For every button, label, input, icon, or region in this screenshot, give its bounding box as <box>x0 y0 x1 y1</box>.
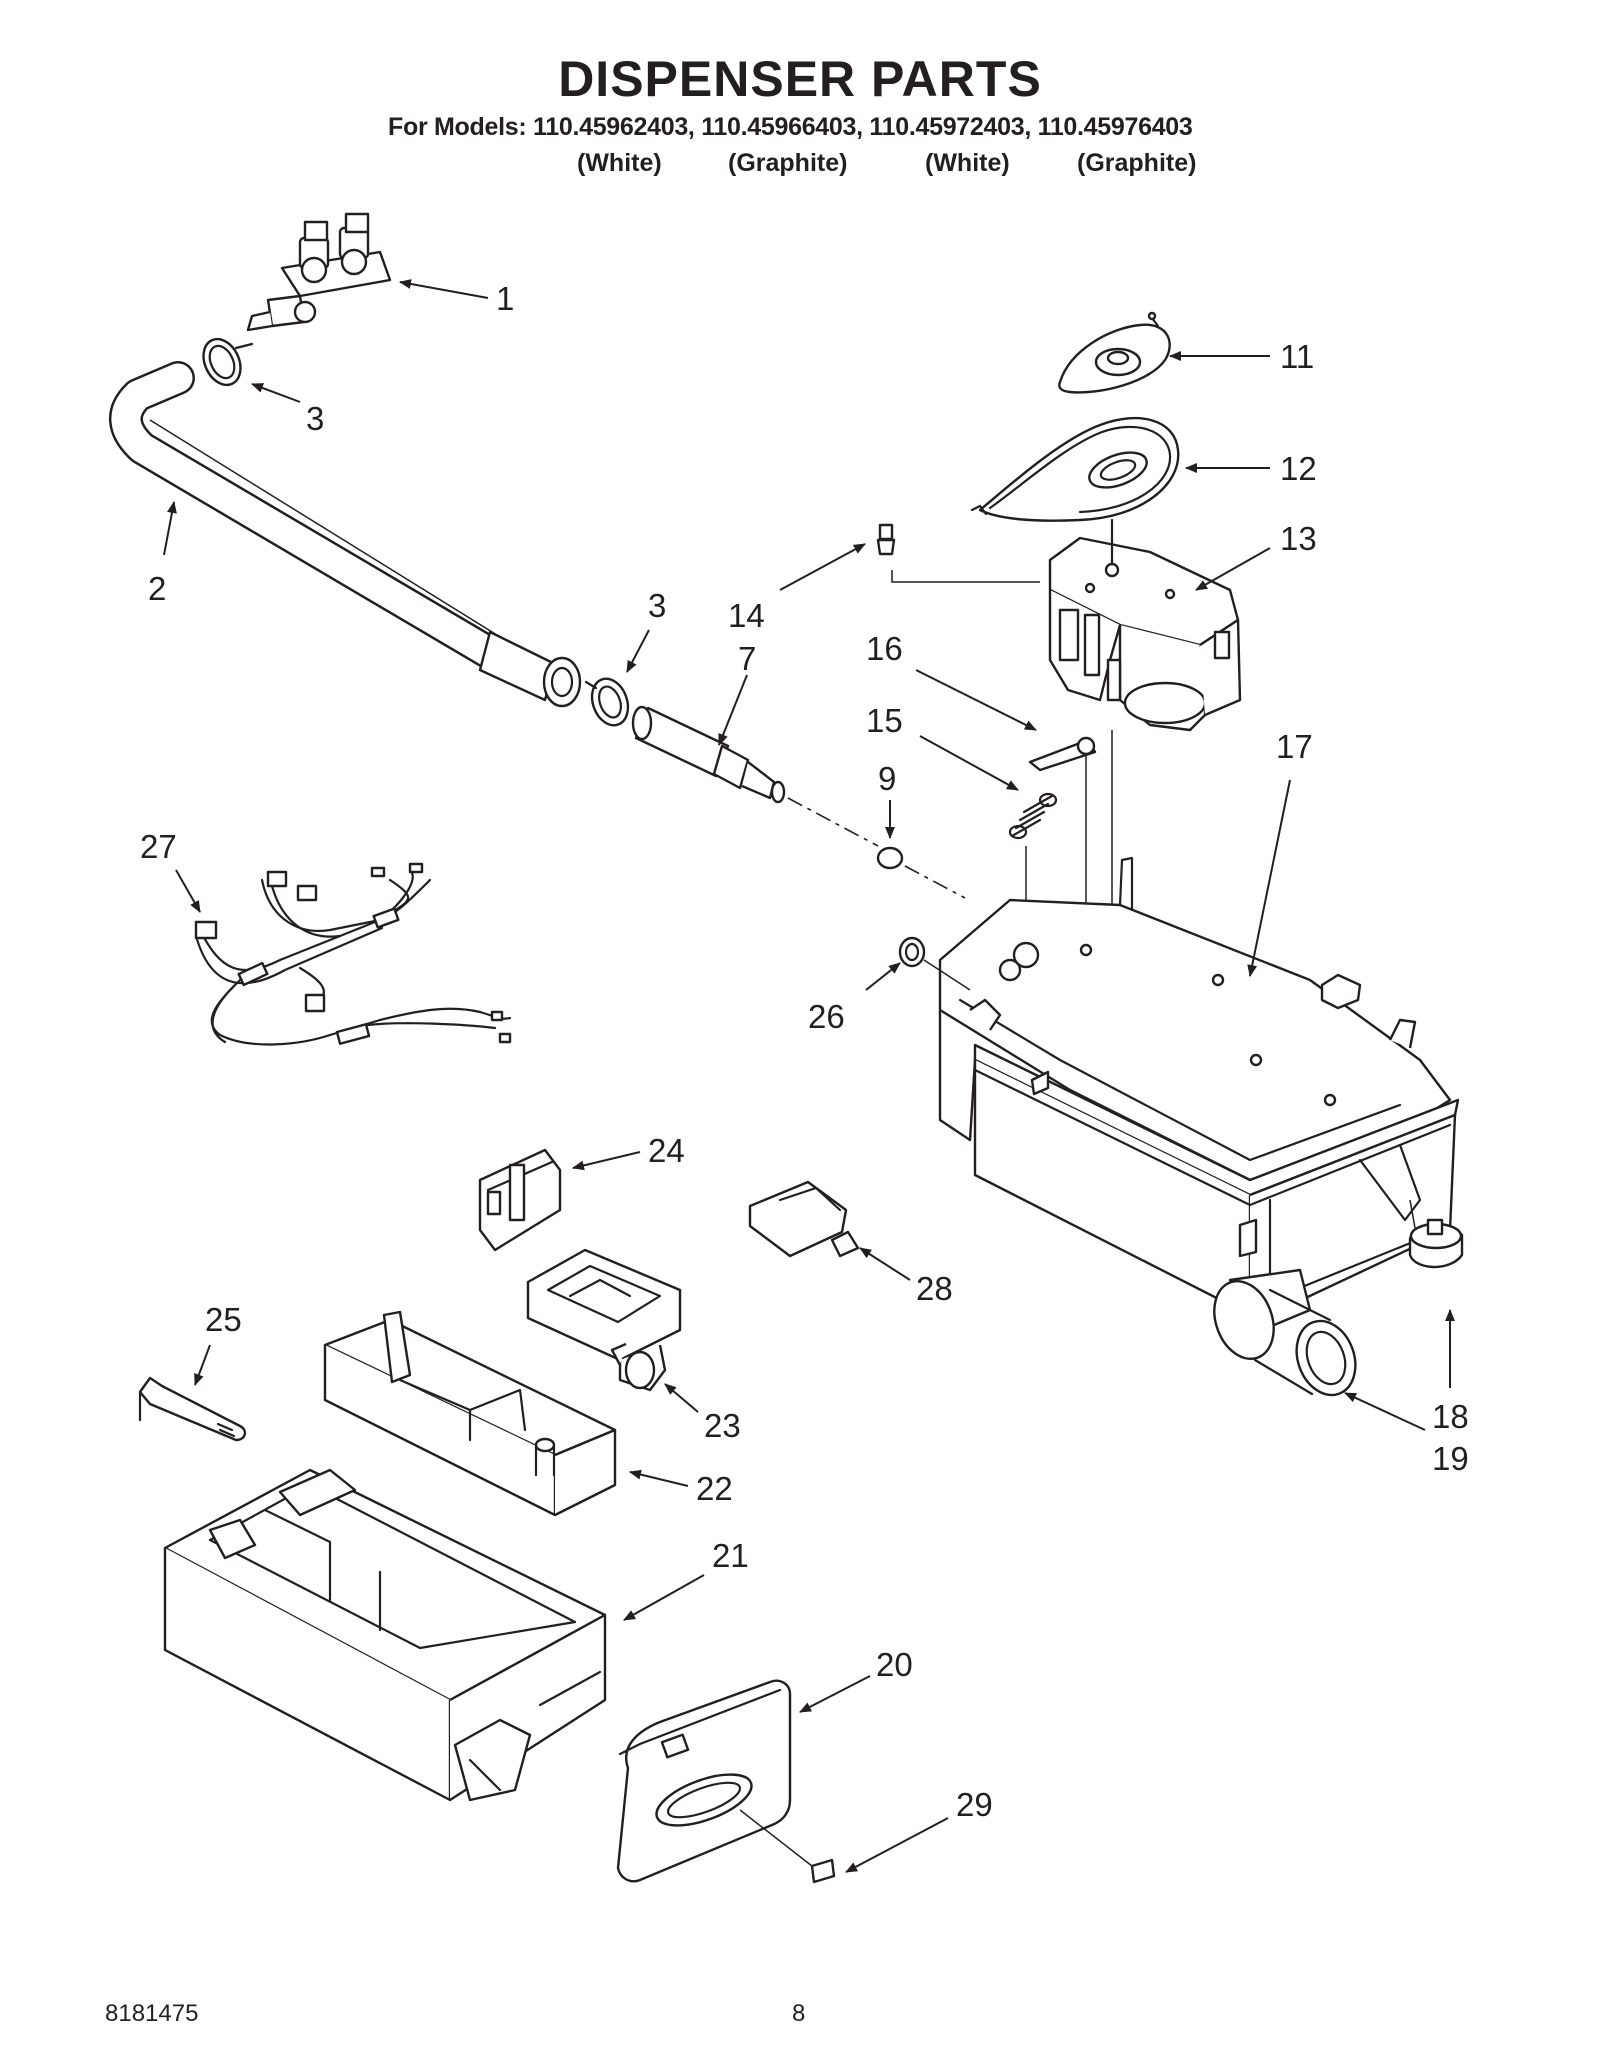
callout-labels: 1 2 3 3 7 9 11 12 13 14 15 16 17 18 19 2… <box>140 280 1469 1823</box>
part-29-label <box>810 1858 836 1884</box>
callout-17: 17 <box>1276 728 1313 765</box>
callout-20: 20 <box>876 1646 913 1683</box>
part-3-clamp-top <box>202 337 254 387</box>
page-number: 8 <box>792 2000 806 2027</box>
part-16-lever <box>1028 736 1097 772</box>
part-28-bracket <box>748 1180 860 1258</box>
part-13-motor-assembly <box>1048 518 1242 732</box>
callout-14: 14 <box>728 597 765 634</box>
model-color-2: (Graphite) <box>728 149 848 177</box>
callout-26: 26 <box>808 998 845 1035</box>
callout-2: 2 <box>148 570 166 607</box>
part-21-ice-bin <box>163 1468 607 1802</box>
callout-24: 24 <box>648 1132 685 1169</box>
callout-19: 19 <box>1432 1440 1469 1477</box>
part-19-duct-ring <box>1213 1280 1357 1397</box>
callout-7: 7 <box>738 640 756 677</box>
page-title: DISPENSER PARTS <box>558 51 1042 107</box>
part-27-wire-harness <box>194 862 512 1046</box>
callout-1: 1 <box>496 280 514 317</box>
callout-23: 23 <box>704 1407 741 1444</box>
part-22-inner-tray <box>323 1310 617 1517</box>
part-7-fill-tube <box>631 705 786 804</box>
part-20-front-cover <box>616 1679 813 1883</box>
callout-29: 29 <box>956 1786 993 1823</box>
callout-13: 13 <box>1280 520 1317 557</box>
model-color-1: (White) <box>577 149 662 177</box>
part-14-screw <box>876 523 1040 583</box>
callout-3-top: 3 <box>306 400 324 437</box>
part-26-bumper <box>898 936 971 991</box>
callout-12: 12 <box>1280 450 1317 487</box>
callout-11: 11 <box>1280 338 1314 375</box>
callout-22: 22 <box>696 1470 733 1507</box>
models-line: For Models: 110.45962403, 110.45966403, … <box>388 113 1193 141</box>
part-17-dispenser-housing <box>938 856 1460 1332</box>
part-24-flap <box>478 1148 562 1252</box>
part-3-clamp-mid <box>584 677 630 727</box>
leader-arrows <box>163 279 1455 1873</box>
callout-21: 21 <box>712 1537 749 1574</box>
part-1-water-valve <box>246 212 392 332</box>
part-12-gasket <box>970 417 1180 522</box>
model-color-4: (Graphite) <box>1077 149 1197 177</box>
callout-28: 28 <box>916 1270 953 1307</box>
part-15-spring <box>1008 792 1058 840</box>
callout-16: 16 <box>866 630 903 667</box>
callout-18: 18 <box>1432 1398 1469 1435</box>
document-number: 8181475 <box>105 2000 199 2027</box>
part-18-sensor <box>1408 1199 1464 1269</box>
callout-27: 27 <box>140 828 177 865</box>
callout-15: 15 <box>866 702 903 739</box>
callout-9: 9 <box>878 760 896 797</box>
model-color-3: (White) <box>925 149 1010 177</box>
part-2-water-tube <box>108 361 582 708</box>
callout-3-mid: 3 <box>648 587 666 624</box>
part-11-cap <box>1058 311 1171 394</box>
part-25-clip <box>138 1376 247 1442</box>
part-23-door <box>526 1248 682 1392</box>
callout-25: 25 <box>205 1301 242 1338</box>
part-9-o-ring <box>876 846 904 870</box>
